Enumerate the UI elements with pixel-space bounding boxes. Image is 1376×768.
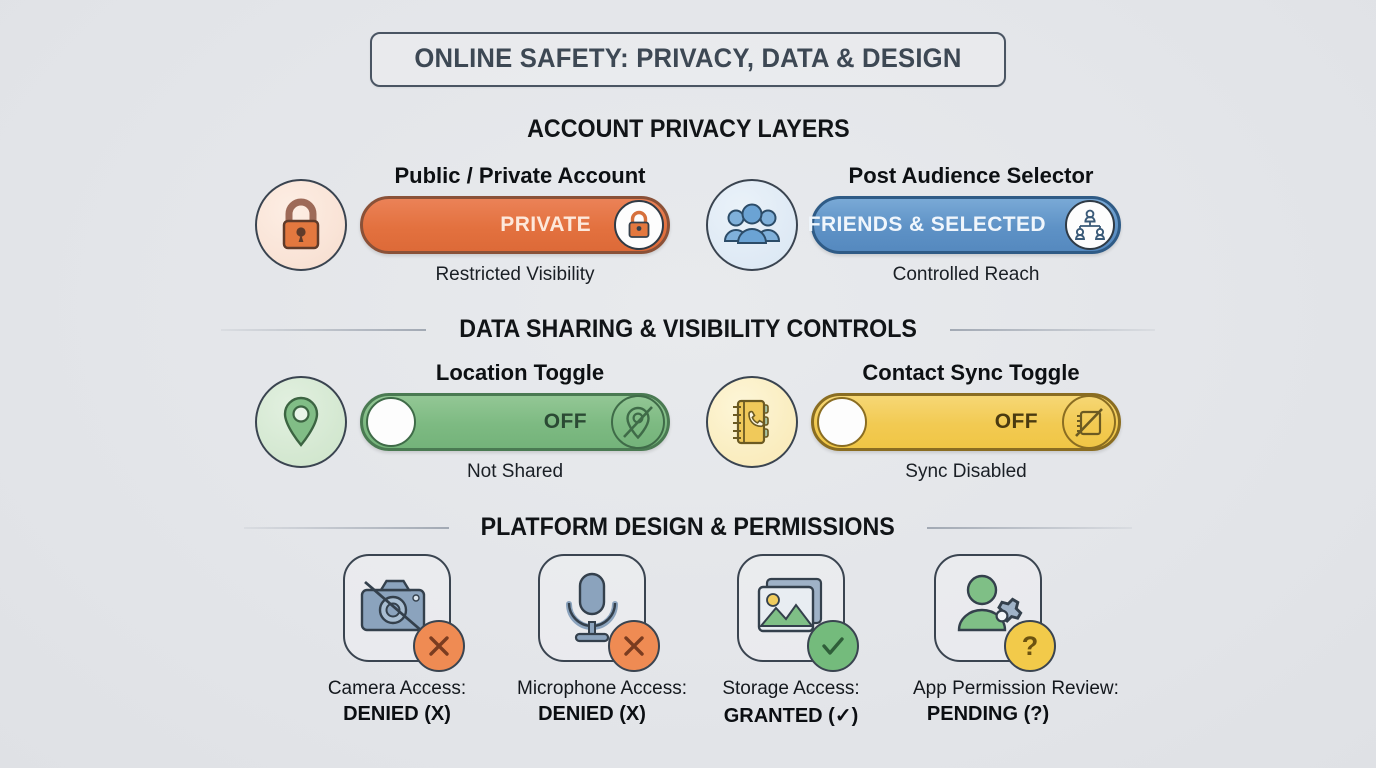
section-title: ACCOUNT PRIVACY LAYERS: [526, 115, 850, 143]
control-sub-label: Sync Disabled: [905, 461, 1027, 482]
section-title: DATA SHARING & VISIBILITY CONTROLS: [459, 315, 917, 343]
permission-microphone-access[interactable]: Microphone Access: DENIED (X): [517, 554, 688, 726]
permission-label: Microphone Access:: [517, 678, 688, 699]
permission-icon-wrap: [343, 554, 465, 672]
toggle-state-text: PRIVATE: [500, 213, 591, 236]
x-mark-icon: [624, 636, 644, 656]
section-heading-platform-design: PLATFORM DESIGN & PERMISSIONS: [0, 513, 1376, 542]
question-mark-icon: ?: [1021, 630, 1039, 661]
toggle-knob[interactable]: [614, 200, 664, 250]
divider-line-right: [950, 328, 1156, 331]
divider-line-right: [926, 526, 1132, 529]
contact-book-slash-end-icon: [1062, 395, 1116, 449]
permission-camera-access[interactable]: Camera Access: DENIED (X): [322, 554, 472, 726]
private-account-toggle[interactable]: PRIVATE: [360, 196, 670, 254]
location-pin-icon: [283, 396, 319, 447]
lock-icon-circle: [255, 179, 347, 271]
permission-status: PENDING (?): [926, 703, 1050, 725]
lock-icon: [282, 198, 320, 250]
contact-book-icon-circle: [706, 376, 798, 468]
toggle-state-text: OFF: [994, 410, 1038, 433]
permission-status: DENIED (X): [538, 703, 646, 725]
location-pin-slash-end-icon: [611, 395, 665, 449]
denied-badge: [608, 620, 660, 672]
title-banner: ONLINE SAFETY: PRIVACY, DATA & DESIGN: [0, 32, 1376, 87]
control-label: Location Toggle: [435, 360, 605, 385]
lock-icon: [628, 210, 650, 238]
permission-app-review[interactable]: ? App Permission Review: PENDING (?): [913, 554, 1119, 726]
permission-icon-wrap: [737, 554, 859, 672]
toggle-knob[interactable]: [1065, 200, 1115, 250]
control-sub-label: Restricted Visibility: [435, 264, 595, 285]
toggle-state-text: OFF: [543, 410, 587, 433]
pending-badge: ?: [1004, 620, 1056, 672]
divider-line-left: [220, 328, 426, 331]
divider-line-left: [244, 526, 450, 529]
toggle-knob[interactable]: [817, 397, 867, 447]
contact-sync-access-toggle[interactable]: OFF: [811, 393, 1121, 451]
post-audience-toggle[interactable]: FRIENDS & SELECTED: [807, 196, 1121, 254]
control-label: Contact Sync Toggle: [862, 360, 1080, 385]
granted-badge: [807, 620, 859, 672]
image-stack-icon: [757, 577, 823, 633]
contact-book-slash-icon: [1075, 408, 1103, 437]
control-label: Public / Private Account: [394, 163, 646, 188]
permission-icon-wrap: ?: [934, 554, 1056, 672]
section-heading-account-privacy: ACCOUNT PRIVACY LAYERS: [0, 115, 1376, 144]
permission-label: Camera Access:: [327, 678, 467, 699]
x-mark-icon: [429, 636, 449, 656]
permission-icon-wrap: [538, 554, 660, 672]
permission-storage-access[interactable]: Storage Access: GRANTED (✓): [716, 554, 866, 728]
user-gear-icon: [957, 574, 1023, 632]
location-pin-slash-icon: [623, 406, 653, 440]
people-group-icon-circle: [706, 179, 798, 271]
microphone-icon: [566, 572, 618, 643]
permission-label: Storage Access:: [722, 678, 860, 699]
control-sub-label: Controlled Reach: [892, 264, 1040, 285]
section-heading-data-sharing: DATA SHARING & VISIBILITY CONTROLS: [0, 315, 1376, 344]
title-box: ONLINE SAFETY: PRIVACY, DATA & DESIGN: [370, 32, 1006, 87]
permission-status: DENIED (X): [343, 703, 451, 725]
toggle-knob[interactable]: [366, 397, 416, 447]
permission-label: App Permission Review:: [913, 678, 1119, 699]
network-people-icon: [1075, 209, 1105, 240]
toggle-state-text: FRIENDS & SELECTED: [807, 213, 1046, 236]
people-group-icon: [723, 203, 781, 244]
location-access-toggle[interactable]: OFF: [360, 393, 670, 451]
page-title: ONLINE SAFETY: PRIVACY, DATA & DESIGN: [414, 43, 962, 73]
camera-slash-icon: [360, 579, 426, 634]
location-pin-icon-circle: [255, 376, 347, 468]
control-sub-label: Not Shared: [466, 461, 564, 482]
permission-status: GRANTED (✓): [723, 705, 859, 727]
section-title: PLATFORM DESIGN & PERMISSIONS: [480, 513, 896, 541]
denied-badge: [413, 620, 465, 672]
contact-book-icon: [733, 399, 769, 445]
check-mark-icon: [822, 637, 844, 655]
control-label: Post Audience Selector: [848, 163, 1094, 188]
